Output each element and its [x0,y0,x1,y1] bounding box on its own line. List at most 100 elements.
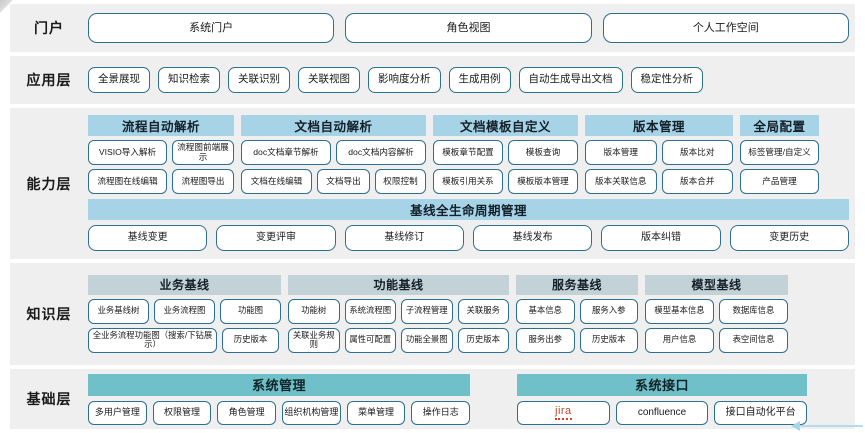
lifecycle-item-baseline-change[interactable]: 基线变更 [88,225,208,251]
cap-item-version-compare[interactable]: 版本比对 [661,140,733,165]
know-item-related-business-rule[interactable]: 关联业务规则 [288,327,340,353]
cap-item-doc-chapter-parse[interactable]: doc文档章节解析 [241,140,331,165]
cap-item-tag-management-custom[interactable]: 标签管理/自定义 [740,140,819,165]
jira-label: jira [555,405,572,421]
cap-item-visio-import-parse[interactable]: VISIO导入解析 [88,140,167,165]
base-item-permission-management[interactable]: 权限管理 [152,400,212,425]
capability-group-doc-parse: 文档自动解析 doc文档章节解析 doc文档内容解析 文档在线编辑 文档导出 权… [241,115,426,194]
know-item-system-flowchart[interactable]: 系统流程图 [344,298,396,324]
cap-item-flowchart-online-edit[interactable]: 流程图在线编辑 [88,169,167,194]
know-item-subprocess-management[interactable]: 子流程管理 [401,298,453,324]
arrow-head [791,420,800,431]
lifecycle-item-baseline-release[interactable]: 基线发布 [472,225,593,251]
knowledge-group-function-baseline: 功能基线 功能树 系统流程图 子流程管理 关联服务 关联业务规则 属性可配置 功… [288,274,509,353]
group-header-model-baseline: 模型基线 [645,274,788,295]
group-header-business-baseline: 业务基线 [88,274,281,295]
base-item-multi-user-management[interactable]: 多用户管理 [88,400,147,425]
base-item-menu-management[interactable]: 菜单管理 [346,400,406,425]
know-item-service-input-params[interactable]: 服务入参 [579,298,638,324]
cap-item-template-chapter-config[interactable]: 模板章节配置 [433,140,503,165]
portal-item-personal-workspace[interactable]: 个人工作空间 [602,13,849,43]
portal-item-role-view[interactable]: 角色视图 [345,13,592,43]
layer-row-capability: 能力层 流程自动解析 VISIO导入解析 流程图前端展示 流程图在线编辑 流程图… [10,108,855,259]
know-item-tablespace-info[interactable]: 表空间信息 [719,327,788,353]
base-item-confluence[interactable]: confluence [615,400,709,425]
cap-item-template-reference-relation[interactable]: 模板引用关系 [433,169,503,194]
layer-label-capability: 能力层 [26,175,72,192]
group-row: 版本管理 版本比对 [585,140,733,165]
know-item-business-baseline-tree[interactable]: 业务基线树 [88,298,149,324]
know-item-history-version-service[interactable]: 历史版本 [579,327,638,353]
know-item-history-version-business[interactable]: 历史版本 [222,327,279,353]
group-header-doc-parse: 文档自动解析 [241,115,426,136]
foundation-body: 系统管理 多用户管理 权限管理 角色管理 组织机构管理 菜单管理 操作日志 系统… [88,368,855,431]
cap-item-flowchart-frontend-display[interactable]: 流程图前端展示 [172,140,234,165]
app-item-stability-analysis[interactable]: 稳定性分析 [630,67,703,93]
cap-item-permission-control[interactable]: 权限控制 [375,169,426,194]
base-item-operation-log[interactable]: 操作日志 [411,400,471,425]
layer-row-application: 应用层 全景展现 知识检索 关联识别 关联视图 影响度分析 生成用例 自动生成导… [10,56,855,104]
lifecycle-item-baseline-revision[interactable]: 基线修订 [344,225,464,251]
base-item-org-structure-management[interactable]: 组织机构管理 [282,400,341,425]
layer-label-portal: 门户 [34,20,64,36]
capability-group-doc-template: 文档模板自定义 模板章节配置 模板查询 模板引用关系 模板版本管理 [433,115,578,194]
know-item-function-chart[interactable]: 功能图 [220,298,281,324]
lifecycle-item-change-review[interactable]: 变更评审 [216,225,336,251]
knowledge-group-service-baseline: 服务基线 基本信息 服务入参 服务出参 历史版本 [516,274,638,353]
know-item-basic-info[interactable]: 基本信息 [516,298,575,324]
app-item-impact-analysis[interactable]: 影响度分析 [368,67,441,93]
lifecycle-items: 基线变更 变更评审 基线修订 基线发布 版本纠错 变更历史 [88,225,849,251]
group-row: 版本关联信息 版本合并 [585,169,733,194]
know-item-database-info[interactable]: 数据库信息 [719,298,788,324]
cap-item-template-query[interactable]: 模板查询 [508,140,578,165]
group-row: 基本信息 服务入参 [516,298,638,324]
know-item-history-version-function[interactable]: 历史版本 [457,327,509,353]
know-item-function-panorama[interactable]: 功能全景图 [401,327,453,353]
capability-group-flow-parse: 流程自动解析 VISIO导入解析 流程图前端展示 流程图在线编辑 流程图导出 [88,115,234,194]
know-item-service-output-params[interactable]: 服务出参 [516,327,575,353]
know-item-user-info[interactable]: 用户信息 [645,327,714,353]
know-item-business-flowchart[interactable]: 业务流程图 [154,298,215,324]
portal-items: 系统门户 角色视图 个人工作空间 [88,13,855,43]
capability-body: 流程自动解析 VISIO导入解析 流程图前端展示 流程图在线编辑 流程图导出 文… [88,110,855,257]
app-item-auto-export-doc[interactable]: 自动生成导出文档 [518,67,623,93]
app-item-generate-usecase[interactable]: 生成用例 [448,67,511,93]
cap-item-version-relation-info[interactable]: 版本关联信息 [585,169,657,194]
capability-groups: 流程自动解析 VISIO导入解析 流程图前端展示 流程图在线编辑 流程图导出 文… [88,115,849,194]
base-item-jira[interactable]: jira [517,400,610,425]
layer-label-foundation: 基础层 [26,391,72,407]
cap-item-flowchart-export[interactable]: 流程图导出 [172,169,234,194]
cap-item-doc-online-edit[interactable]: 文档在线编辑 [241,169,312,194]
knowledge-group-model-baseline: 模型基线 模型基本信息 数据库信息 用户信息 表空间信息 [645,274,788,353]
group-row: 模型基本信息 数据库信息 [645,298,788,324]
know-item-function-tree[interactable]: 功能树 [288,298,340,324]
base-item-role-management[interactable]: 角色管理 [217,400,277,425]
lifecycle-item-change-history[interactable]: 变更历史 [729,225,849,251]
group-row: 服务出参 历史版本 [516,327,638,353]
layer-row-foundation: 基础层 系统管理 多用户管理 权限管理 角色管理 组织机构管理 菜单管理 操作日… [10,369,855,429]
app-item-relation-view[interactable]: 关联视图 [298,67,360,93]
group-row: 关联业务规则 属性可配置 功能全景图 历史版本 [288,327,509,353]
group-header-doc-template: 文档模板自定义 [433,115,578,136]
know-item-full-business-flow-function-chart[interactable]: 全业务流程功能图（搜索/下钻展示） [88,327,217,353]
group-header-global-config: 全局配置 [740,115,819,136]
lifecycle-item-version-correction[interactable]: 版本纠错 [601,225,721,251]
app-item-relation-recognition[interactable]: 关联识别 [228,67,290,93]
cap-item-doc-export[interactable]: 文档导出 [317,169,370,194]
app-item-knowledge-search[interactable]: 知识检索 [158,67,220,93]
app-item-panorama[interactable]: 全景展现 [88,67,150,93]
cap-item-product-management[interactable]: 产品管理 [740,169,819,194]
know-item-attribute-configurable[interactable]: 属性可配置 [344,327,396,353]
foundation-group-system-interface: 系统接口 jira confluence 接口自动化平台 [517,373,808,425]
cap-item-version-management[interactable]: 版本管理 [585,140,657,165]
cap-item-doc-content-parse[interactable]: doc文档内容解析 [336,140,426,165]
cap-item-template-version-management[interactable]: 模板版本管理 [508,169,578,194]
know-item-related-service[interactable]: 关联服务 [457,298,509,324]
cap-item-version-merge[interactable]: 版本合并 [661,169,733,194]
group-row: 多用户管理 权限管理 角色管理 组织机构管理 菜单管理 操作日志 [88,400,471,425]
group-header-flow-parse: 流程自动解析 [88,115,234,136]
group-row: 功能树 系统流程图 子流程管理 关联服务 [288,298,509,324]
know-item-model-basic-info[interactable]: 模型基本信息 [645,298,714,324]
portal-item-system-portal[interactable]: 系统门户 [88,13,335,43]
